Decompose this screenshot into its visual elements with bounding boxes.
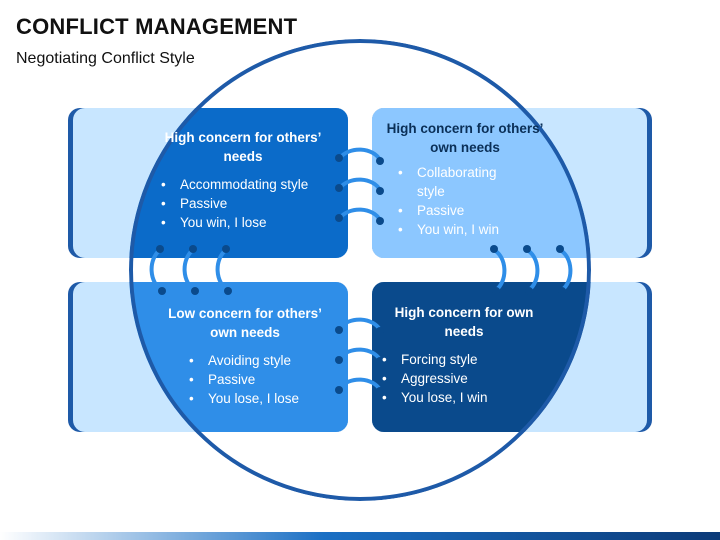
ring-left-3	[215, 248, 230, 292]
ring-holes-right	[490, 245, 566, 295]
ring-holes-top	[335, 154, 384, 225]
bullet-item: Forcing style	[379, 350, 549, 369]
page-title: CONFLICT MANAGEMENT	[16, 14, 298, 39]
ring-left-2	[182, 248, 197, 292]
ring-hole	[335, 154, 343, 162]
quadrant-bottom-left: Low concern for others’ own needs Avoidi…	[160, 304, 330, 408]
ring-hole	[376, 187, 384, 195]
ring-hole	[523, 245, 531, 253]
ring-bottom-1	[338, 317, 382, 332]
ring-top-3	[338, 207, 382, 222]
quadrant-top-right-heading: High concern for others’ own needs	[386, 121, 544, 155]
bullet-item: You win, I win	[395, 220, 515, 239]
ring-hole	[335, 356, 343, 364]
ring-hole	[335, 386, 343, 394]
bullet-item: You win, I lose	[158, 213, 328, 232]
ring-bottom-2	[338, 347, 382, 362]
ring-hole	[158, 287, 166, 295]
quadrant-bottom-left-bullets: Avoiding style Passive You lose, I lose	[160, 351, 330, 408]
ring-hole	[224, 287, 232, 295]
ring-hole	[191, 287, 199, 295]
ring-top-1	[338, 147, 382, 162]
ring-hole	[490, 245, 498, 253]
ring-links-bottom	[338, 317, 382, 392]
bullet-item: You lose, I win	[379, 388, 549, 407]
bullet-item: Passive	[395, 201, 515, 220]
ring-links-left	[149, 248, 230, 292]
bullet-item: Accommodating style	[158, 175, 328, 194]
bullet-item: Aggressive	[379, 369, 549, 388]
ring-hole	[558, 287, 566, 295]
circle-outline	[129, 39, 591, 501]
ring-hole	[335, 326, 343, 334]
ring-hole	[189, 245, 197, 253]
ring-hole	[376, 327, 384, 335]
ring-hole	[335, 214, 343, 222]
ring-hole	[376, 157, 384, 165]
ring-hole	[525, 287, 533, 295]
quadrant-top-left-heading: High concern for others’ needs	[164, 130, 322, 164]
bullet-item: Passive	[186, 370, 330, 389]
ring-hole	[156, 245, 164, 253]
footer-accent-bar	[0, 532, 720, 540]
quadrant-bottom-right-heading: High concern for own needs	[394, 305, 534, 339]
ring-hole	[556, 245, 564, 253]
quadrant-top-right-bullets: Collaborating style Passive You win, I w…	[379, 163, 515, 239]
ring-right-2	[525, 248, 540, 292]
quadrant-top-right: High concern for others’ own needs Colla…	[379, 119, 551, 239]
ring-links-right	[492, 248, 573, 292]
ring-links-top	[338, 147, 382, 222]
ring-holes-left	[156, 245, 232, 295]
ring-hole	[492, 287, 500, 295]
bullet-item: You lose, I lose	[186, 389, 330, 408]
ring-left-1	[149, 248, 164, 292]
ring-hole	[335, 184, 343, 192]
quadrant-top-left: High concern for others’ needs Accommoda…	[158, 128, 328, 232]
quadrant-bottom-left-heading: Low concern for others’ own needs	[168, 306, 322, 340]
ring-top-2	[338, 177, 382, 192]
ring-bottom-3	[338, 377, 382, 392]
bullet-item: Collaborating style	[395, 163, 515, 201]
quadrant-top-left-bullets: Accommodating style Passive You win, I l…	[158, 175, 328, 232]
ring-hole	[222, 245, 230, 253]
bullet-item: Avoiding style	[186, 351, 330, 370]
page-subtitle: Negotiating Conflict Style	[16, 50, 195, 67]
bullet-item: Passive	[158, 194, 328, 213]
ring-right-3	[558, 248, 573, 292]
quadrant-bottom-right-bullets: Forcing style Aggressive You lose, I win	[379, 350, 549, 407]
ring-right-1	[492, 248, 507, 292]
quadrant-bottom-right: High concern for own needs Forcing style…	[379, 303, 549, 407]
ring-hole	[376, 217, 384, 225]
